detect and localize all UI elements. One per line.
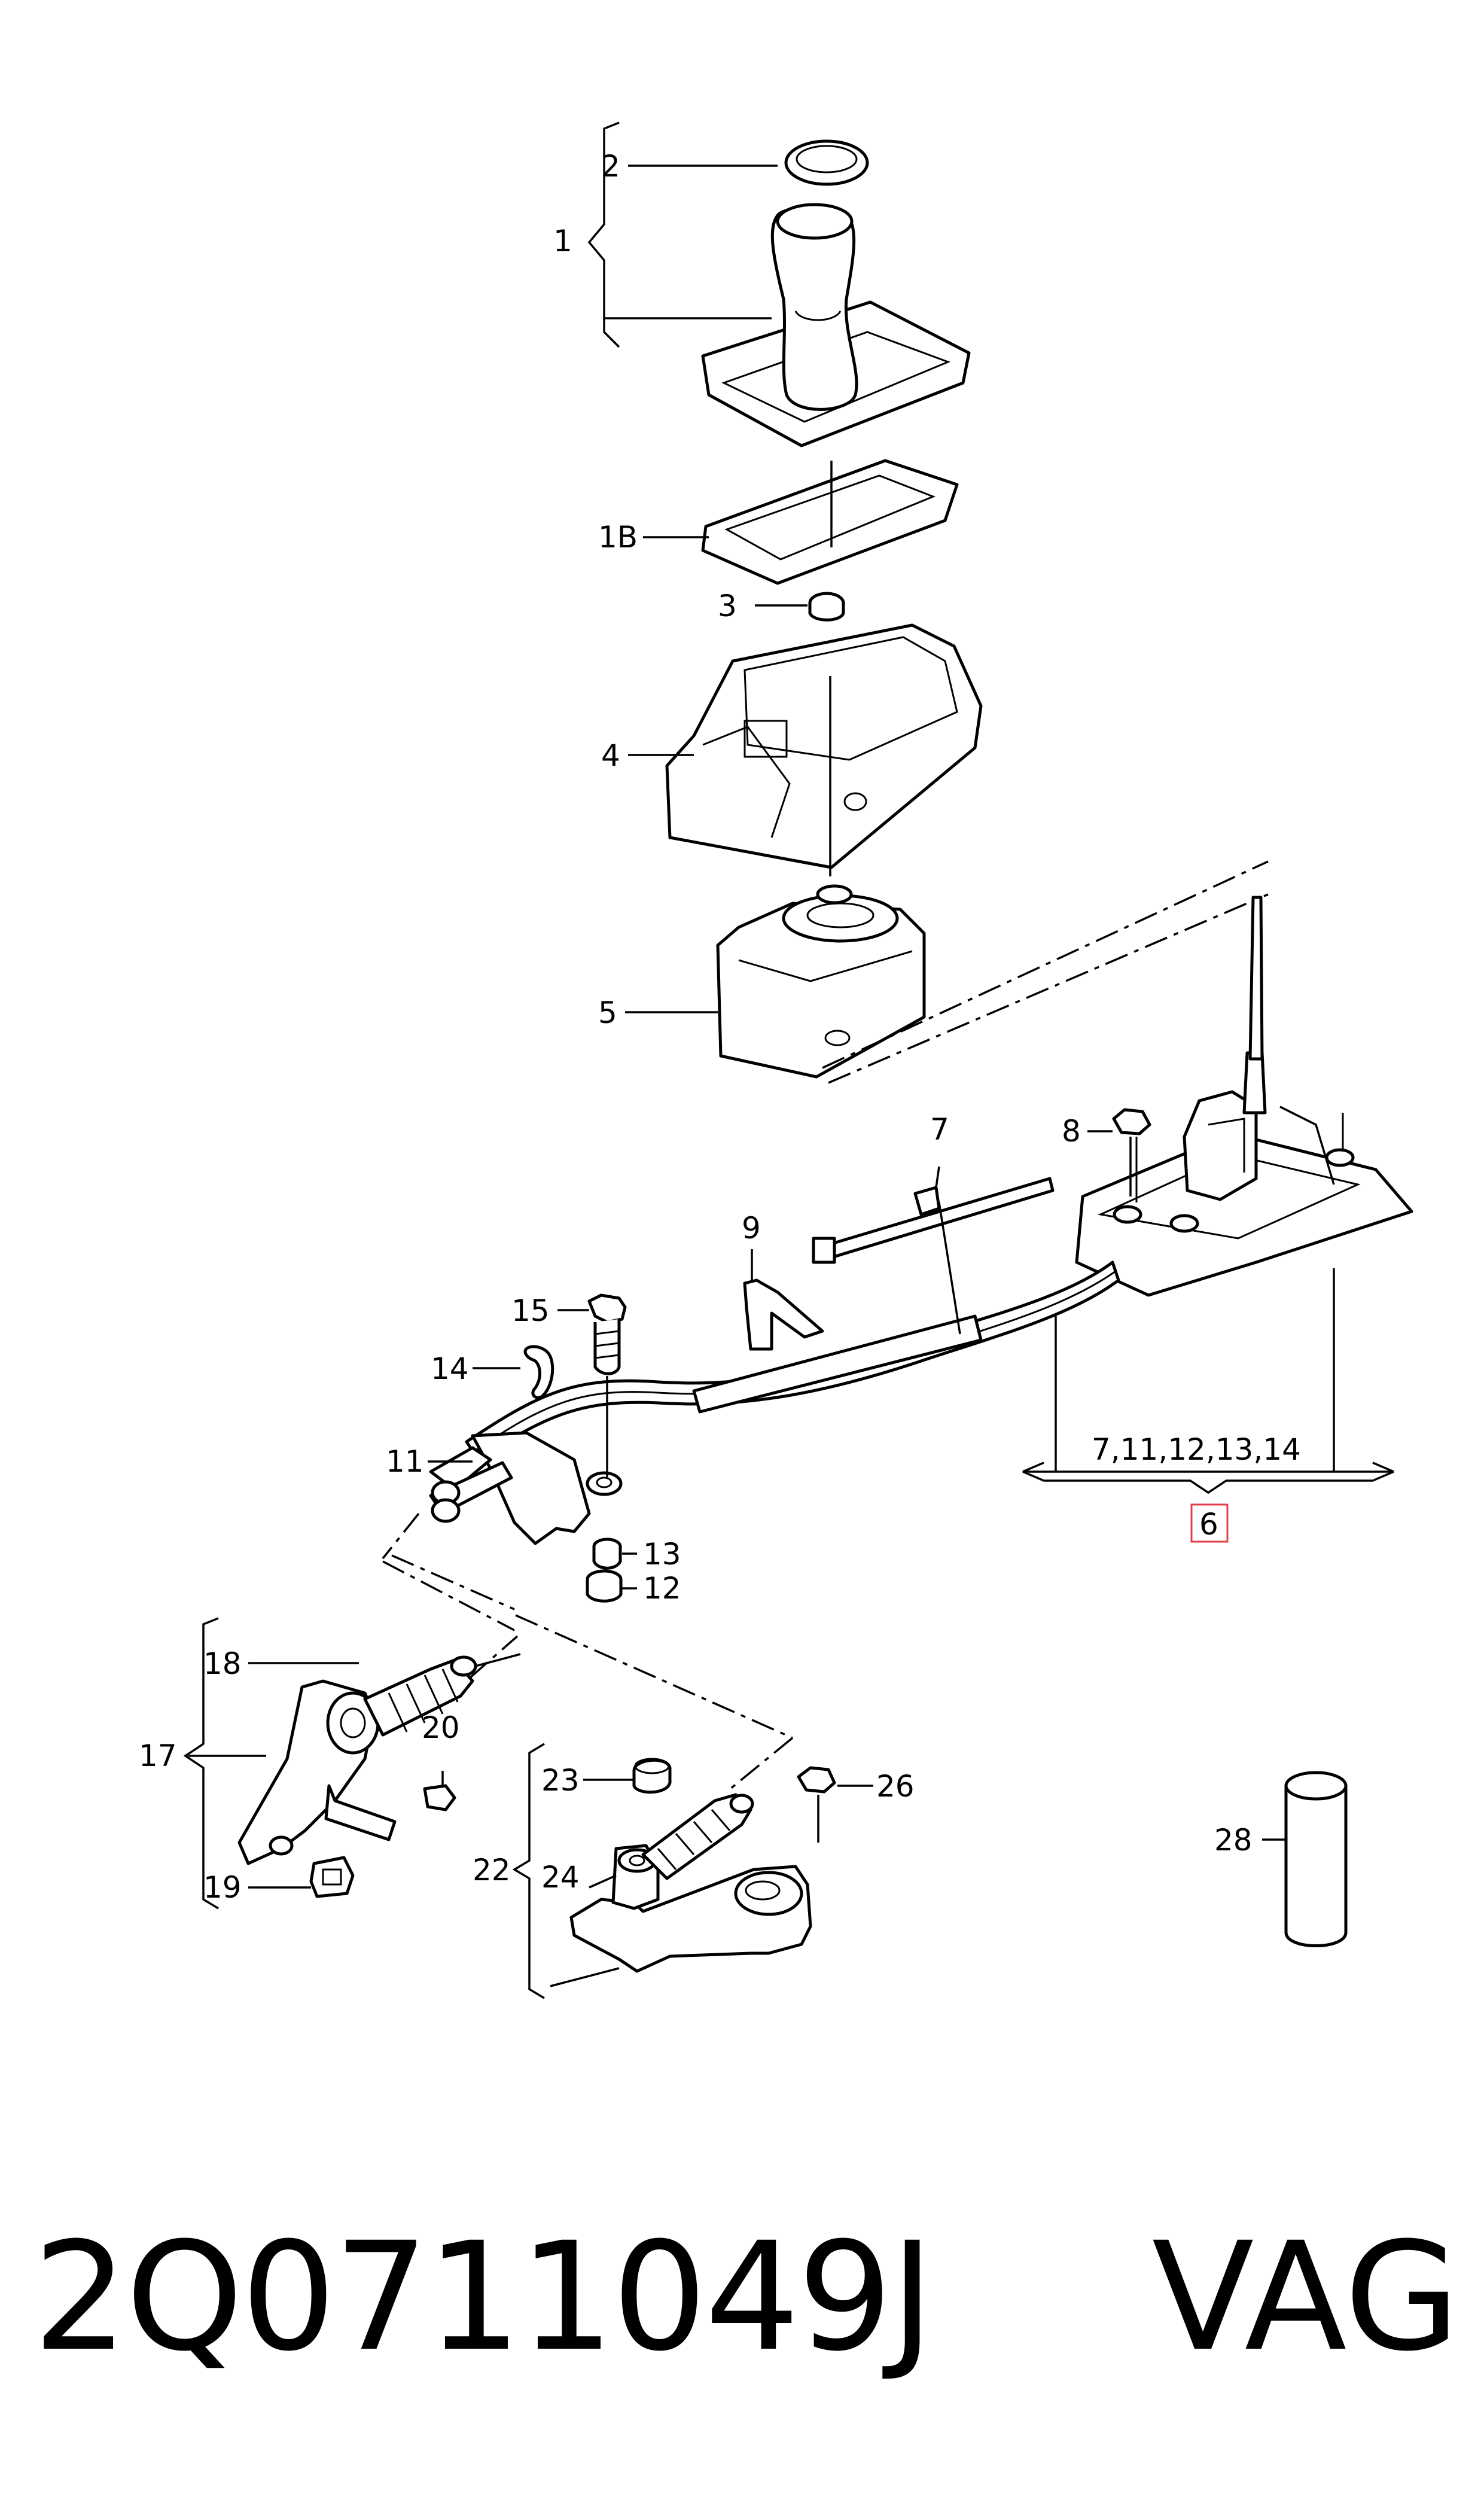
part-3-bushing [808, 592, 845, 622]
part-5-housing-lower [716, 884, 926, 1079]
part-13-grommet [592, 1537, 622, 1570]
callout-28: 28 [1214, 1823, 1253, 1858]
part-20-clip [423, 1771, 456, 1811]
assembly-lines [382, 860, 1269, 1793]
part-22-boot [641, 1793, 754, 1880]
callout-15: 15 [511, 1293, 550, 1328]
callout-22: 22 [473, 1853, 511, 1887]
part-9-bracket [743, 1278, 824, 1351]
callout-5: 5 [598, 995, 617, 1030]
part-7-cable-tie [812, 1177, 1055, 1264]
part-1b-frame [701, 459, 959, 585]
callout-20: 20 [422, 1710, 460, 1745]
part-28-cylinder [1284, 1771, 1348, 1947]
callout-1: 1 [553, 224, 572, 258]
part-26-nut [797, 1766, 836, 1843]
part-1-shift-knob-boot [701, 203, 971, 447]
part-2-cap [784, 139, 869, 186]
shift-cables [465, 1202, 1120, 1462]
callout-7: 7 [930, 1112, 949, 1147]
shifter-assembly [1075, 896, 1413, 1297]
part-24-selector-lever [569, 1844, 812, 1973]
part-18-boot [363, 1653, 521, 1737]
callout-26: 26 [876, 1769, 915, 1804]
brand-name: VAG [1151, 2210, 1460, 2384]
callout-3: 3 [718, 589, 737, 623]
callout-19: 19 [203, 1870, 242, 1905]
callout-1b: 1B [598, 520, 638, 555]
part-23-cap [632, 1758, 672, 1794]
part-11-cable-bracket [429, 1431, 623, 1545]
callout-13: 13 [643, 1537, 681, 1572]
callout-11: 11 [386, 1444, 424, 1479]
part-15-bolt [587, 1293, 627, 1478]
callout-18: 18 [203, 1646, 242, 1681]
part-number: 2Q0711049J [33, 2210, 934, 2384]
part-8-nut [1112, 1108, 1151, 1196]
callout-group-7-14: 7,11,12,13,14 [1092, 1432, 1301, 1467]
callout-2: 2 [601, 149, 620, 184]
part-14-clip [523, 1345, 554, 1399]
brackets [183, 121, 1394, 1999]
callout-17: 17 [139, 1738, 177, 1773]
callout-labels: 2 1 1B 3 4 5 7 8 9 15 14 11 13 12 7,11,1… [139, 149, 1301, 1905]
callout-8: 8 [1062, 1114, 1081, 1149]
callout-12: 12 [643, 1571, 681, 1606]
leader-lines [188, 165, 1286, 1987]
callout-6-highlight [1190, 1503, 1229, 1543]
callout-9: 9 [742, 1211, 761, 1246]
part-17-selector-lever [237, 1679, 397, 1865]
callout-4: 4 [601, 738, 620, 773]
part-12-grommet [586, 1569, 623, 1603]
callout-6: 6 [1199, 1507, 1218, 1542]
part-4-housing-upper [665, 623, 983, 876]
callout-14: 14 [431, 1351, 469, 1386]
callout-23: 23 [541, 1763, 580, 1798]
part-19-bush [309, 1856, 355, 1898]
footer: 2Q0711049J VAG [0, 2208, 1484, 2387]
callout-24: 24 [541, 1860, 580, 1895]
